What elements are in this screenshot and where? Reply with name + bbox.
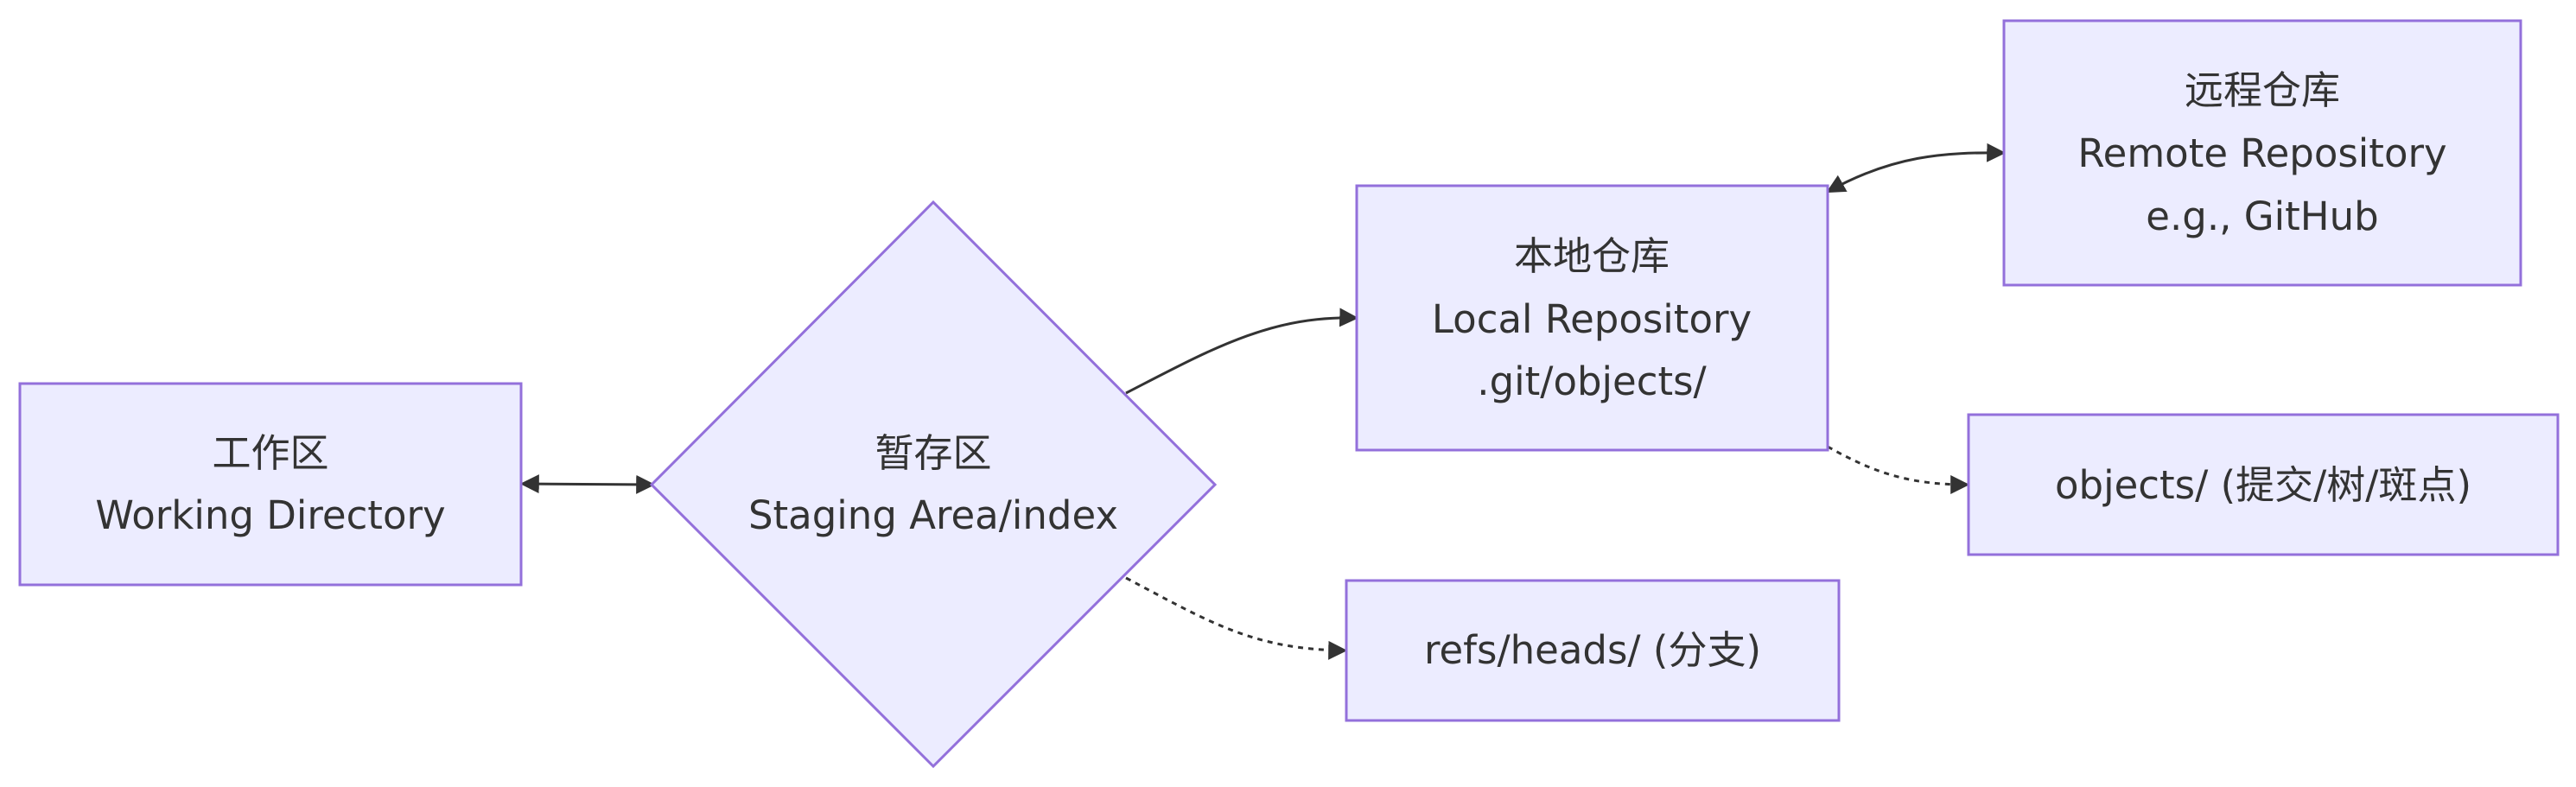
working-directory-title: 工作区 <box>212 430 328 476</box>
node-refs-heads: refs/heads/ (分支) <box>1345 579 1841 722</box>
edge-working-staging <box>519 474 656 494</box>
node-remote-repository: 远程仓库 Remote Repository e.g., GitHub <box>2002 19 2522 287</box>
node-staging-area: 暂存区 Staging Area/index <box>649 200 1218 769</box>
remote-repository-title: 远程仓库 <box>2185 67 2340 113</box>
edge-local-objects <box>1827 445 1970 494</box>
node-objects: objects/ (提交/树/斑点) <box>1967 413 2560 556</box>
staging-area-diamond <box>649 200 1218 769</box>
remote-repository-subtitle: Remote Repository <box>2077 130 2446 176</box>
local-repository-subtitle: Local Repository <box>1432 296 1752 342</box>
staging-area-title: 暂存区 <box>875 430 991 476</box>
edge-staging-local <box>1125 308 1359 395</box>
objects-label: objects/ (提交/树/斑点) <box>2055 462 2471 508</box>
node-local-repository: 本地仓库 Local Repository .git/objects/ <box>1355 184 1829 452</box>
remote-repository-example: e.g., GitHub <box>2146 194 2378 239</box>
local-repository-path: .git/objects/ <box>1477 359 1707 404</box>
refs-heads-box <box>1345 579 1841 722</box>
edges <box>519 143 2007 660</box>
remote-repository-box <box>2002 19 2522 287</box>
working-directory-subtitle: Working Directory <box>95 492 445 538</box>
edge-local-remote <box>1826 143 2007 194</box>
working-directory-box <box>18 382 523 587</box>
local-repository-box <box>1355 184 1829 452</box>
objects-box <box>1967 413 2560 556</box>
staging-area-subtitle: Staging Area/index <box>748 492 1118 538</box>
edge-staging-refs <box>1125 576 1348 660</box>
refs-heads-label: refs/heads/ (分支) <box>1424 627 1761 673</box>
node-working-directory: 工作区 Working Directory <box>18 382 523 587</box>
local-repository-title: 本地仓库 <box>1514 233 1670 279</box>
